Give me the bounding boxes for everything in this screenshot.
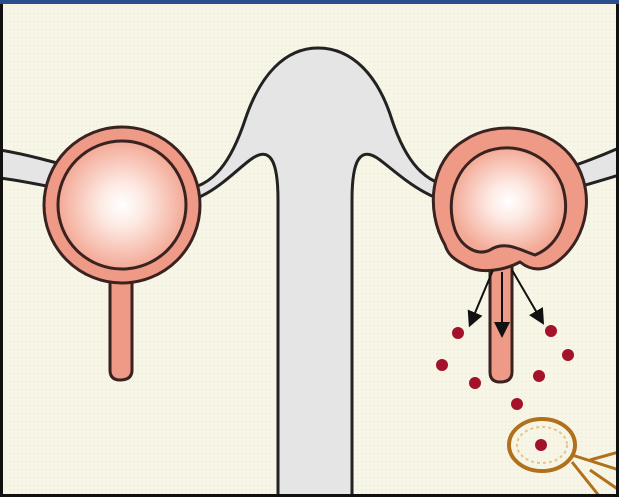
top-accent-bar xyxy=(0,0,619,4)
particle xyxy=(511,398,523,410)
particle xyxy=(535,439,547,451)
particle xyxy=(545,325,557,337)
right-follicle-inner xyxy=(451,148,565,255)
left-follicle-inner xyxy=(58,141,186,269)
particle xyxy=(469,377,481,389)
particle xyxy=(533,370,545,382)
particle xyxy=(562,349,574,361)
particle xyxy=(436,359,448,371)
particle xyxy=(452,327,464,339)
